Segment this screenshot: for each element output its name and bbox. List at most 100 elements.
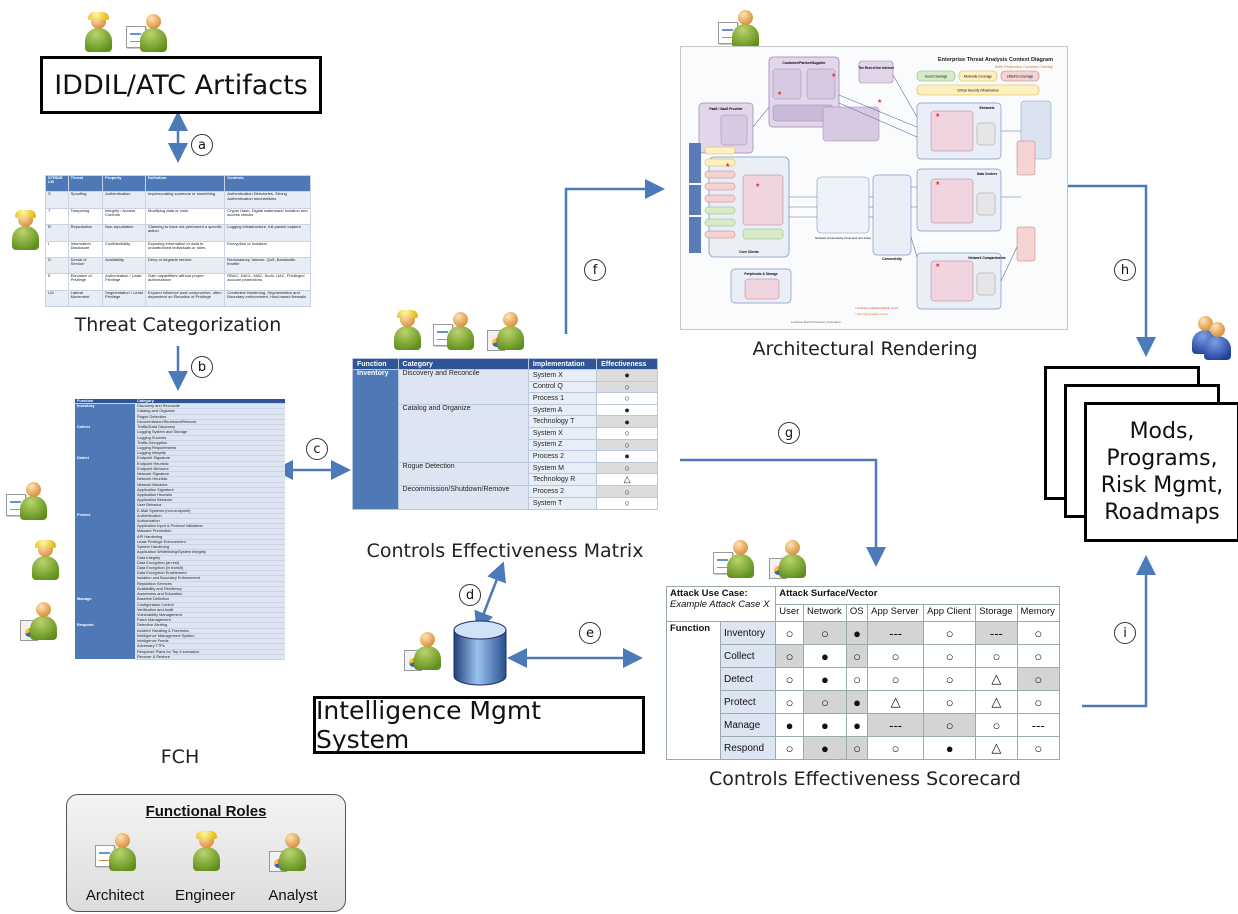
fch-category-cell: Application Behavior <box>135 497 285 504</box>
fch-category-cell: Intelligence Management System <box>135 633 285 640</box>
fch-category-cell: Data Encryption (in transit) <box>135 565 285 572</box>
scorecard-rating-cell: ○ <box>775 690 804 714</box>
table-cell: Modifying data or code <box>145 207 226 226</box>
cem-effectiveness-cell: ○ <box>596 380 658 394</box>
fch-category-cell: API Hardening <box>135 534 285 540</box>
roadmaps-line: Mods, <box>1129 419 1195 444</box>
fch-function-cell: Protect <box>75 513 135 597</box>
arch-legend: Good Coverage Moderate Coverage Little/N… <box>916 70 1040 96</box>
label-g: g <box>778 422 800 444</box>
svg-text:Critical Security Infrastructu: Critical Security Infrastructure <box>957 89 999 93</box>
scorecard-rating-cell: ● <box>802 667 847 691</box>
table-row: Application Input & Protocol Validation <box>75 524 285 530</box>
scorecard-rating-cell: △ <box>975 667 1018 691</box>
svg-text:★: ★ <box>935 262 940 269</box>
fch-caption: FCH <box>160 746 200 768</box>
scorecard-column-header: App Server <box>867 603 925 622</box>
table-row: Incident Handling & Forensics <box>75 628 285 634</box>
scorecard-rating-cell: ● <box>845 621 869 645</box>
fch-function-cell: Collect <box>75 424 135 456</box>
fch-category-cell: Network Heuristic <box>135 477 285 483</box>
scorecard-rating-cell: --- <box>867 621 925 645</box>
table-cell: Repudiation <box>67 224 104 242</box>
scorecard-rating-cell: ○ <box>923 621 977 645</box>
table-cell: Gain capabilities without proper authori… <box>145 273 226 291</box>
scorecard-column-header: OS <box>845 603 869 622</box>
fch-function-cell: Manage <box>75 596 135 623</box>
table-cell: Authentication <box>102 191 147 209</box>
scorecard-rating-cell: ● <box>923 736 977 760</box>
scorecard-function-label: Function <box>666 621 721 760</box>
fch-category-cell: Network Behavior <box>135 482 285 488</box>
svg-text:★: ★ <box>935 180 940 187</box>
cem-effectiveness-cell: ○ <box>596 392 658 405</box>
svg-text:★: ★ <box>877 98 882 105</box>
table-header-cell: Function <box>352 358 399 370</box>
fch-category-cell: Network Signature <box>135 471 285 478</box>
scorecard-rating-cell: ● <box>802 713 847 737</box>
svg-text:= Actively exploited attack ve: = Actively exploited attack vector <box>855 306 898 310</box>
label-d: d <box>459 584 481 606</box>
role-engineer-label: Engineer <box>174 887 236 904</box>
scorecard-rating-cell: ● <box>845 690 869 714</box>
arrow-d <box>474 561 506 633</box>
table-header-cell: Implementation <box>527 358 598 370</box>
arrow-f <box>564 179 665 334</box>
table-row: Awareness and Education <box>75 591 285 598</box>
svg-text:Network Connectivity (Cow and: Network Connectivity (Cow and non-Cow) <box>815 236 871 240</box>
scorecard-rating-cell: ○ <box>867 644 925 668</box>
cem-implementation-cell: Control Q <box>527 380 598 394</box>
cem-implementation-cell: Process 2 <box>527 450 598 463</box>
table-row: Technology R△ <box>353 473 658 487</box>
table-header-cell: Category <box>135 399 285 405</box>
table-cell: R <box>45 224 69 242</box>
scorecard-rating-cell: ● <box>845 713 869 737</box>
fch-category-cell: Logging Integrity <box>135 450 285 457</box>
architect-icon <box>433 312 475 352</box>
fch-category-cell: Isolation and Boundary Enforcement <box>135 576 285 582</box>
use-case-label: Attack Use Case: <box>670 588 748 599</box>
table-cell: Integrity / Access Controls <box>102 207 147 226</box>
cem-category-cell: Catalog and Organize <box>397 403 529 463</box>
arch-subtitle: With Protection Controls Overlay <box>995 64 1053 69</box>
table-row: Respond○●○○●△○ <box>667 736 1060 760</box>
fch-category-cell: Verification and Audit <box>135 607 285 613</box>
scorecard-rating-cell: ○ <box>1016 736 1060 760</box>
table-cell: Authentication Directories, Strong Authe… <box>224 191 311 209</box>
cem-effectiveness-cell: ○ <box>596 485 658 498</box>
scorecard-rating-cell: ○ <box>923 644 977 668</box>
table-header-cell: Function <box>75 399 135 405</box>
fch-category-cell: Availability and Resiliency <box>135 586 285 593</box>
analyst-icon <box>487 312 525 352</box>
roadmaps-line: Programs, <box>1106 446 1218 471</box>
cem-effectiveness-cell: ○ <box>596 426 658 440</box>
table-cell: Tampering <box>67 207 104 226</box>
table-row: Recover & Restore <box>75 654 285 660</box>
fch-category-cell: Baseline Definition <box>135 597 285 603</box>
table-cell: Lateral Movement <box>67 289 104 307</box>
fch-function-cell: Detect <box>75 455 135 514</box>
threat-categorization-caption: Threat Categorization <box>74 314 282 336</box>
surface-label-cell: Attack Surface/Vector <box>775 586 1060 605</box>
fch-category-cell: Endpoint Heuristic <box>135 461 285 467</box>
table-row: Endpoint Behavior <box>75 466 285 473</box>
scorecard-rating-cell: --- <box>975 621 1018 645</box>
fch-category-cell: Application Whitelisting/System Integrit… <box>135 550 285 556</box>
fch-category-cell: Data Encryption Enablement <box>135 571 285 577</box>
fch-category-cell: Adversary TTPs <box>135 644 285 650</box>
table-row: Application Whitelisting/System Integrit… <box>75 550 285 556</box>
table-row: Patch Management <box>75 617 285 624</box>
fch-category-cell: E-Mail Systems (non-endpoint) <box>135 508 285 514</box>
cem-effectiveness-cell: ○ <box>596 461 658 475</box>
architecture-diagram: Enterprise Threat Analysis Context Diagr… <box>689 56 1053 324</box>
